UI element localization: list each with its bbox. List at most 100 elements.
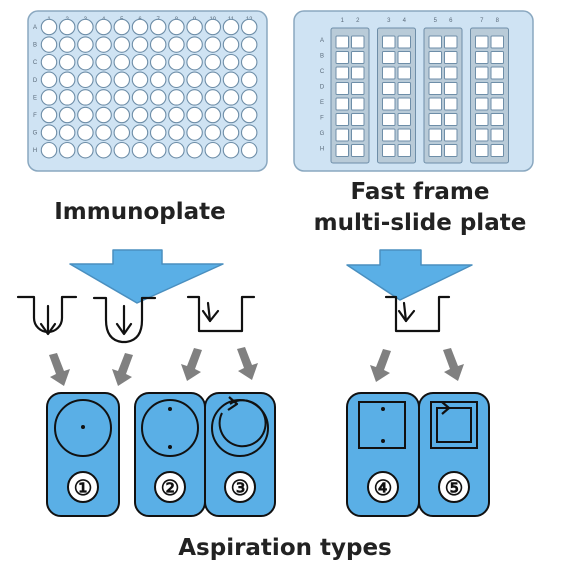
well — [40, 71, 58, 89]
slide — [423, 27, 463, 164]
well — [186, 106, 203, 124]
well — [113, 89, 131, 106]
well — [240, 124, 258, 141]
well — [149, 89, 167, 106]
well — [490, 35, 504, 49]
aspiration-point-top — [168, 407, 172, 411]
row-label: F — [320, 116, 324, 122]
well — [40, 106, 58, 124]
grey-arrow-3 — [181, 348, 202, 381]
well — [95, 36, 112, 53]
column-label: 3 — [387, 18, 391, 24]
well — [149, 141, 167, 159]
column-label: 2 — [356, 18, 360, 24]
well — [351, 82, 365, 95]
well — [131, 53, 149, 71]
well — [444, 35, 458, 49]
well — [475, 35, 489, 49]
well — [113, 36, 131, 53]
well — [95, 18, 112, 36]
type-number: ① — [74, 475, 93, 500]
well — [58, 36, 76, 53]
grey-arrow-6 — [443, 348, 464, 381]
well — [168, 53, 185, 71]
well — [222, 106, 240, 124]
grey-arrow-2 — [112, 353, 133, 386]
well — [40, 124, 58, 141]
slide — [377, 27, 416, 164]
aspiration-type-2-tile: ② — [134, 392, 206, 517]
well — [240, 141, 258, 159]
row-label: G — [320, 131, 325, 137]
well — [113, 124, 131, 141]
well — [131, 124, 149, 141]
well — [149, 36, 167, 53]
well — [77, 18, 94, 36]
well — [40, 89, 58, 106]
well — [58, 89, 76, 106]
well — [204, 53, 222, 71]
well — [240, 71, 258, 89]
well — [397, 82, 411, 95]
row-label: F — [33, 113, 37, 119]
well — [397, 97, 411, 111]
well — [77, 36, 94, 53]
fast-frame-down-arrow — [346, 249, 473, 301]
well — [149, 106, 167, 124]
well — [240, 53, 258, 71]
well — [77, 124, 94, 141]
square-aspiration-path — [436, 407, 472, 443]
well — [186, 18, 203, 36]
well — [382, 128, 396, 142]
row-label: B — [33, 43, 37, 49]
slide — [470, 27, 509, 164]
well — [397, 35, 411, 49]
well — [490, 144, 504, 157]
flat-bottom-well-icon-slide — [384, 295, 451, 333]
aspiration-types-caption: Aspiration types — [178, 535, 392, 561]
column-label: 4 — [403, 18, 407, 24]
well — [351, 35, 365, 49]
well — [113, 53, 131, 71]
well — [131, 36, 149, 53]
row-label: C — [33, 60, 38, 66]
well — [186, 53, 203, 71]
well — [444, 82, 458, 95]
aspiration-type-1-tile: ① — [46, 392, 120, 517]
well — [113, 18, 131, 36]
well — [351, 97, 365, 111]
well — [490, 82, 504, 95]
well — [131, 141, 149, 159]
well — [168, 106, 185, 124]
well — [475, 66, 489, 80]
well — [131, 18, 149, 36]
type-number-badge — [154, 471, 186, 503]
grey-arrow-4 — [237, 347, 258, 380]
well — [77, 53, 94, 71]
well — [397, 113, 411, 126]
well — [428, 97, 442, 111]
well — [204, 18, 222, 36]
round-well-outline — [54, 399, 112, 457]
well — [131, 89, 149, 106]
column-label: 5 — [434, 18, 438, 24]
column-label: 6 — [449, 18, 453, 24]
grey-arrow-1 — [49, 353, 70, 386]
row-label: D — [320, 85, 325, 91]
well — [428, 82, 442, 95]
well — [95, 89, 112, 106]
well — [382, 113, 396, 126]
immunoplate-wells — [40, 18, 258, 159]
well — [168, 71, 185, 89]
well — [131, 71, 149, 89]
well — [335, 97, 349, 111]
well — [58, 106, 76, 124]
well — [204, 71, 222, 89]
column-label: 8 — [496, 18, 500, 24]
well — [186, 141, 203, 159]
well — [149, 18, 167, 36]
